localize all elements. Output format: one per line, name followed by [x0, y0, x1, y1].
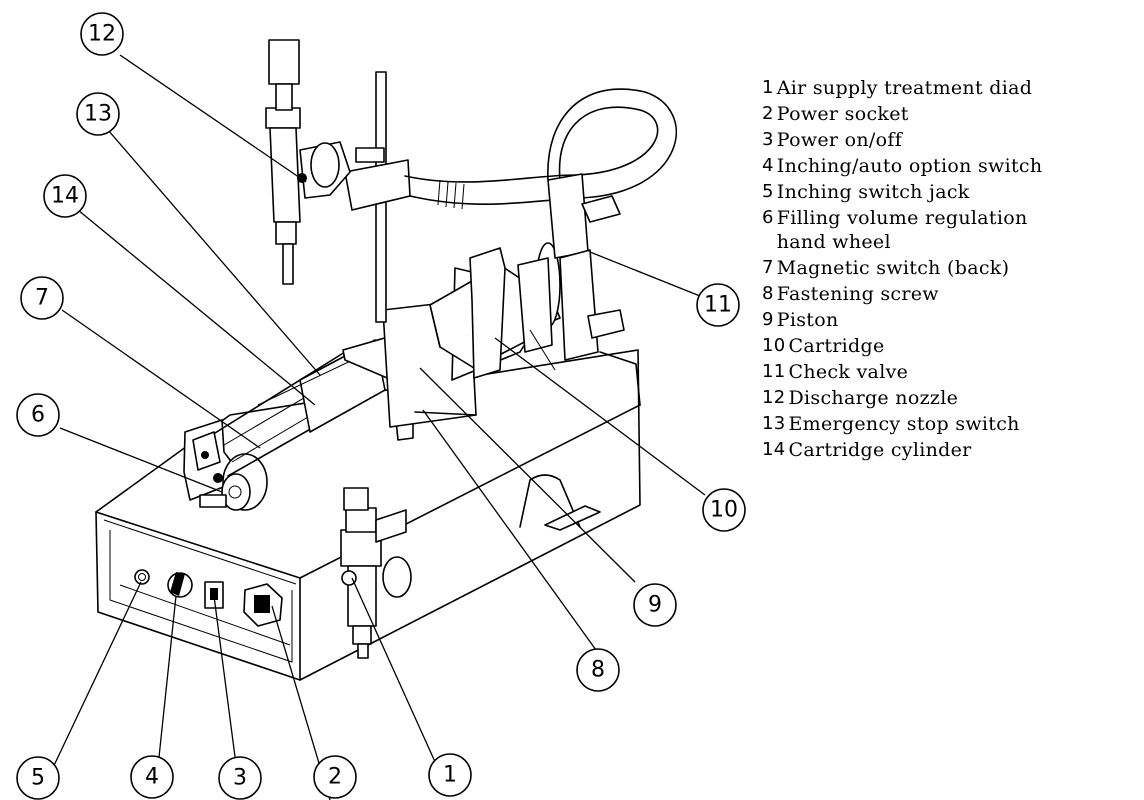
legend-text: Cartridge	[788, 335, 885, 357]
legend-text: Piston	[776, 309, 839, 331]
callout-1-label: 1	[443, 763, 457, 788]
legend-number: 9	[762, 309, 774, 330]
legend-text: Discharge nozzle	[788, 387, 959, 409]
legend-item: 13 Emergency stop switch	[762, 412, 1142, 436]
callout-1: 1	[428, 753, 472, 797]
legend-item: 12 Discharge nozzle	[762, 386, 1142, 410]
legend-item: 14 Cartridge cylinder	[762, 438, 1142, 462]
callout-5-label: 5	[31, 766, 45, 791]
legend-item: 6 Filling volume regulation hand wheel	[762, 206, 1142, 254]
legend-text: Cartridge cylinder	[788, 439, 972, 461]
legend-text: Emergency stop switch	[788, 413, 1020, 435]
legend-number: 5	[762, 181, 774, 202]
legend-text: Air supply treatment diad	[776, 77, 1033, 99]
callout-10-label: 10	[710, 498, 738, 523]
callout-14: 14	[43, 174, 87, 218]
callout-4-label: 4	[145, 765, 159, 790]
legend-text: Filling volume regulation hand wheel	[776, 207, 1028, 253]
callout-4: 4	[130, 755, 174, 799]
callout-10: 10	[702, 488, 746, 532]
callout-11-label: 11	[704, 293, 732, 318]
callout-2-label: 2	[328, 765, 342, 790]
legend-number: 14	[762, 439, 786, 460]
legend-item: 1 Air supply treatment diad	[762, 76, 1142, 100]
legend-number: 3	[762, 129, 774, 150]
legend-number: 7	[762, 257, 774, 278]
power-socket-graphic	[243, 583, 283, 627]
callout-3-label: 3	[233, 766, 247, 791]
air-treatment-graphic	[340, 487, 412, 659]
legend-number: 10	[762, 335, 786, 356]
option-switch-graphic	[167, 572, 193, 598]
callout-2: 2	[313, 755, 357, 799]
legend-text: Inching/auto option switch	[776, 155, 1043, 177]
callout-3: 3	[218, 756, 262, 800]
legend-item: 4 Inching/auto option switch	[762, 154, 1142, 178]
legend-text: Power on/off	[776, 129, 903, 151]
callout-8-label: 8	[591, 658, 605, 683]
front-panel	[134, 569, 283, 627]
legend-number: 13	[762, 413, 786, 434]
callout-11: 11	[696, 283, 740, 327]
callout-12: 12	[80, 12, 124, 56]
upper-assembly	[265, 39, 678, 361]
callout-7-label: 7	[35, 286, 49, 311]
callout-13: 13	[76, 92, 120, 136]
legend-item: 9 Piston	[762, 308, 1142, 332]
callout-5: 5	[16, 756, 60, 800]
callout-12-label: 12	[88, 22, 116, 47]
parts-legend: 1 Air supply treatment diad 2 Power sock…	[762, 76, 1142, 464]
legend-number: 1	[762, 77, 774, 98]
cylinder-assembly	[183, 242, 561, 511]
legend-item: 3 Power on/off	[762, 128, 1142, 152]
legend-item: 11 Check valve	[762, 360, 1142, 384]
legend-number: 12	[762, 387, 786, 408]
legend-item: 7 Magnetic switch (back)	[762, 256, 1142, 280]
callout-14-label: 14	[51, 184, 79, 209]
callout-7: 7	[20, 276, 64, 320]
callout-8: 8	[576, 648, 620, 692]
legend-text: Magnetic switch (back)	[776, 257, 1010, 279]
legend-item: 5 Inching switch jack	[762, 180, 1142, 204]
legend-number: 6	[762, 207, 774, 228]
power-switch-graphic	[204, 581, 224, 609]
legend-number: 8	[762, 283, 774, 304]
legend-text: Power socket	[776, 103, 909, 125]
legend-number: 4	[762, 155, 774, 176]
callout-6: 6	[16, 393, 60, 437]
legend-text: Fastening screw	[776, 283, 939, 305]
legend-number: 2	[762, 103, 774, 124]
legend-number: 11	[762, 361, 786, 382]
callout-13-label: 13	[84, 102, 112, 127]
legend-text: Inching switch jack	[776, 181, 970, 203]
legend-item: 10 Cartridge	[762, 334, 1142, 358]
callout-9-label: 9	[648, 593, 662, 618]
inching-jack-graphic	[134, 569, 150, 585]
legend-text: Check valve	[788, 361, 909, 383]
legend-item: 2 Power socket	[762, 102, 1142, 126]
callout-9: 9	[633, 583, 677, 627]
legend-item: 8 Fastening screw	[762, 282, 1142, 306]
callout-6-label: 6	[31, 403, 45, 428]
